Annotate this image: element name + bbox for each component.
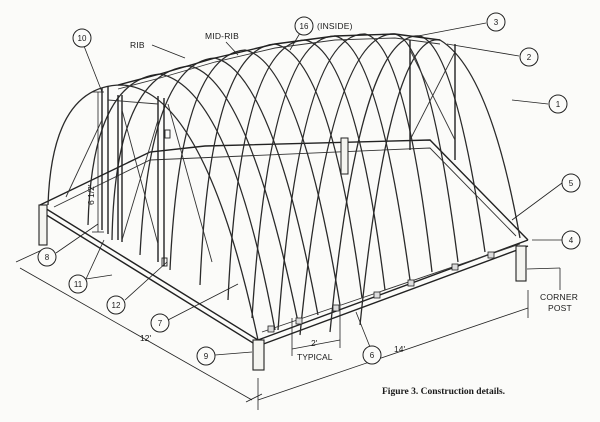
- callout-4-number: 4: [569, 236, 574, 245]
- length-dimension: 14': [257, 290, 529, 410]
- callout-4: 4: [561, 230, 581, 250]
- callout-10-number: 10: [78, 34, 87, 43]
- width-dimension: 12': [15, 249, 263, 403]
- callout-11: 11: [68, 274, 88, 294]
- callout-leaders: [55, 22, 563, 356]
- callout-11-number: 11: [74, 280, 83, 289]
- callout-3-number: 3: [494, 18, 499, 27]
- callout-12-number: 12: [112, 301, 121, 310]
- inside-label: (INSIDE): [317, 21, 353, 31]
- callout-7-number: 7: [158, 319, 163, 328]
- front-corner-post: [252, 339, 265, 371]
- callout-16-number: 16: [300, 22, 309, 31]
- figure-caption: Figure 3. Construction details.: [382, 387, 505, 397]
- callout-1: 1: [548, 94, 568, 114]
- width-label: 12': [140, 333, 151, 343]
- spacing-dimension: 2' TYPICAL: [291, 306, 341, 362]
- callout-9-number: 9: [204, 352, 209, 361]
- back-post: [340, 137, 349, 175]
- callout-12: 12: [106, 295, 126, 315]
- callout-5: 5: [561, 173, 581, 193]
- rib-connectors: [261, 243, 521, 333]
- rib-label: RIB: [130, 40, 145, 50]
- callout-16: 16: [294, 16, 314, 36]
- height-label: 6 1/2': [86, 184, 96, 205]
- callout-5-number: 5: [569, 179, 574, 188]
- callout-3: 3: [486, 12, 506, 32]
- callout-2-number: 2: [527, 53, 532, 62]
- corner-post-label-line2: POST: [548, 303, 572, 313]
- arch-ribs: [47, 33, 521, 341]
- posts: [38, 137, 527, 371]
- callout-10: 10: [72, 28, 92, 48]
- callout-2: 2: [519, 47, 539, 67]
- text-labels: RIB MID-RIB (INSIDE) CORNER POST: [130, 21, 578, 313]
- end-wall-framing: [65, 86, 213, 267]
- length-label: 14': [394, 344, 405, 354]
- ridge-purlin: [117, 33, 441, 90]
- corner-post-label-line1: CORNER: [540, 292, 578, 302]
- callout-6-number: 6: [370, 351, 375, 360]
- back-end-framing: [409, 40, 456, 160]
- mid-rib-label: MID-RIB: [205, 31, 239, 41]
- callout-1-number: 1: [556, 100, 561, 109]
- callout-9: 9: [196, 346, 216, 366]
- spacing-label: 2': [311, 338, 318, 348]
- corner-post: [515, 245, 527, 282]
- callout-8-number: 8: [45, 253, 50, 262]
- callout-8: 8: [37, 247, 57, 267]
- left-front-post: [38, 204, 48, 246]
- callout-7: 7: [150, 313, 170, 333]
- typical-label: TYPICAL: [297, 352, 333, 362]
- callout-6: 6: [362, 345, 382, 365]
